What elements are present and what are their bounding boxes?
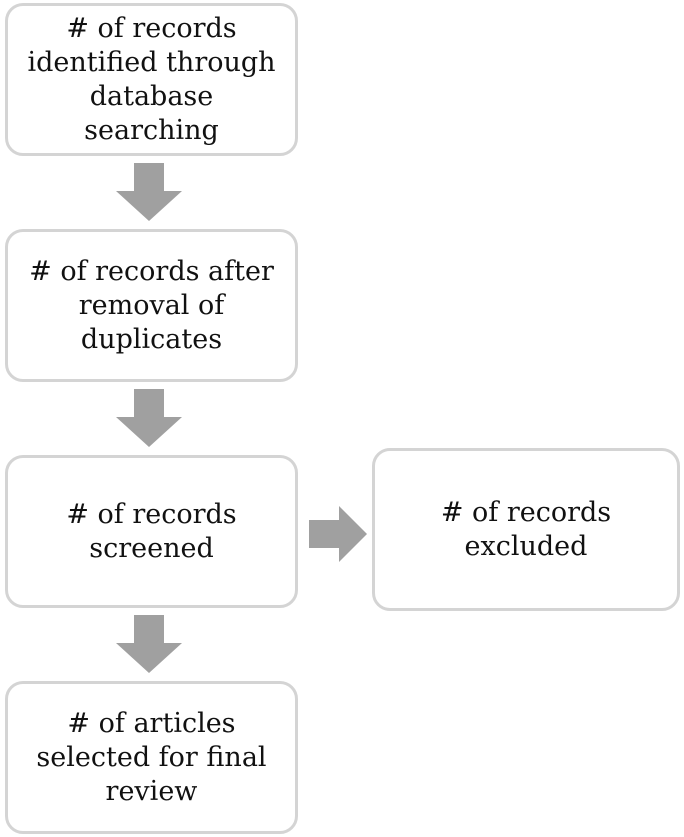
box-records-identified-line-2: identified through <box>27 46 276 78</box>
box-records-after-removal: # of records after removal of duplicates <box>5 229 298 382</box>
down-arrow-2-shape <box>116 389 182 447</box>
right-arrow-shape <box>309 506 367 562</box>
box-articles-final-review-line-3: review <box>105 775 198 807</box>
box-records-screened-line-1: # of records <box>66 498 237 530</box>
box-articles-final-review-line-1: # of articles <box>67 707 236 739</box>
box-records-screened-text: # of records screened <box>66 498 236 566</box>
box-records-after-removal-text: # of records after removal of duplicates <box>29 255 274 357</box>
box-records-excluded-line-2: excluded <box>464 530 588 562</box>
down-arrow-2 <box>116 389 182 447</box>
box-articles-final-review-line-2: selected for final <box>36 741 267 773</box>
down-arrow-1 <box>116 163 182 221</box>
box-records-identified-line-1: # of records <box>66 12 237 44</box>
down-arrow-3-shape <box>116 615 182 673</box>
box-records-screened: # of records screened <box>5 455 298 608</box>
box-records-after-removal-line-3: duplicates <box>80 323 223 355</box>
box-records-excluded-line-1: # of records <box>440 496 612 528</box>
box-articles-final-review: # of articles selected for final review <box>5 681 298 834</box>
box-records-identified-line-3: database searching <box>84 80 219 146</box>
box-records-identified-text: # of records identified through database… <box>22 12 281 148</box>
right-arrow <box>309 506 367 562</box>
box-records-screened-line-2: screened <box>89 532 214 564</box>
box-records-after-removal-line-2: removal of <box>78 289 225 321</box>
box-records-excluded: # of records excluded <box>372 448 680 611</box>
box-records-after-removal-line-1: # of records after <box>29 255 274 287</box>
box-records-excluded-text: # of records excluded <box>441 496 611 564</box>
box-records-identified: # of records identified through database… <box>5 3 298 156</box>
down-arrow-1-shape <box>116 163 182 221</box>
down-arrow-3 <box>116 615 182 673</box>
box-articles-final-review-text: # of articles selected for final review <box>36 707 266 809</box>
